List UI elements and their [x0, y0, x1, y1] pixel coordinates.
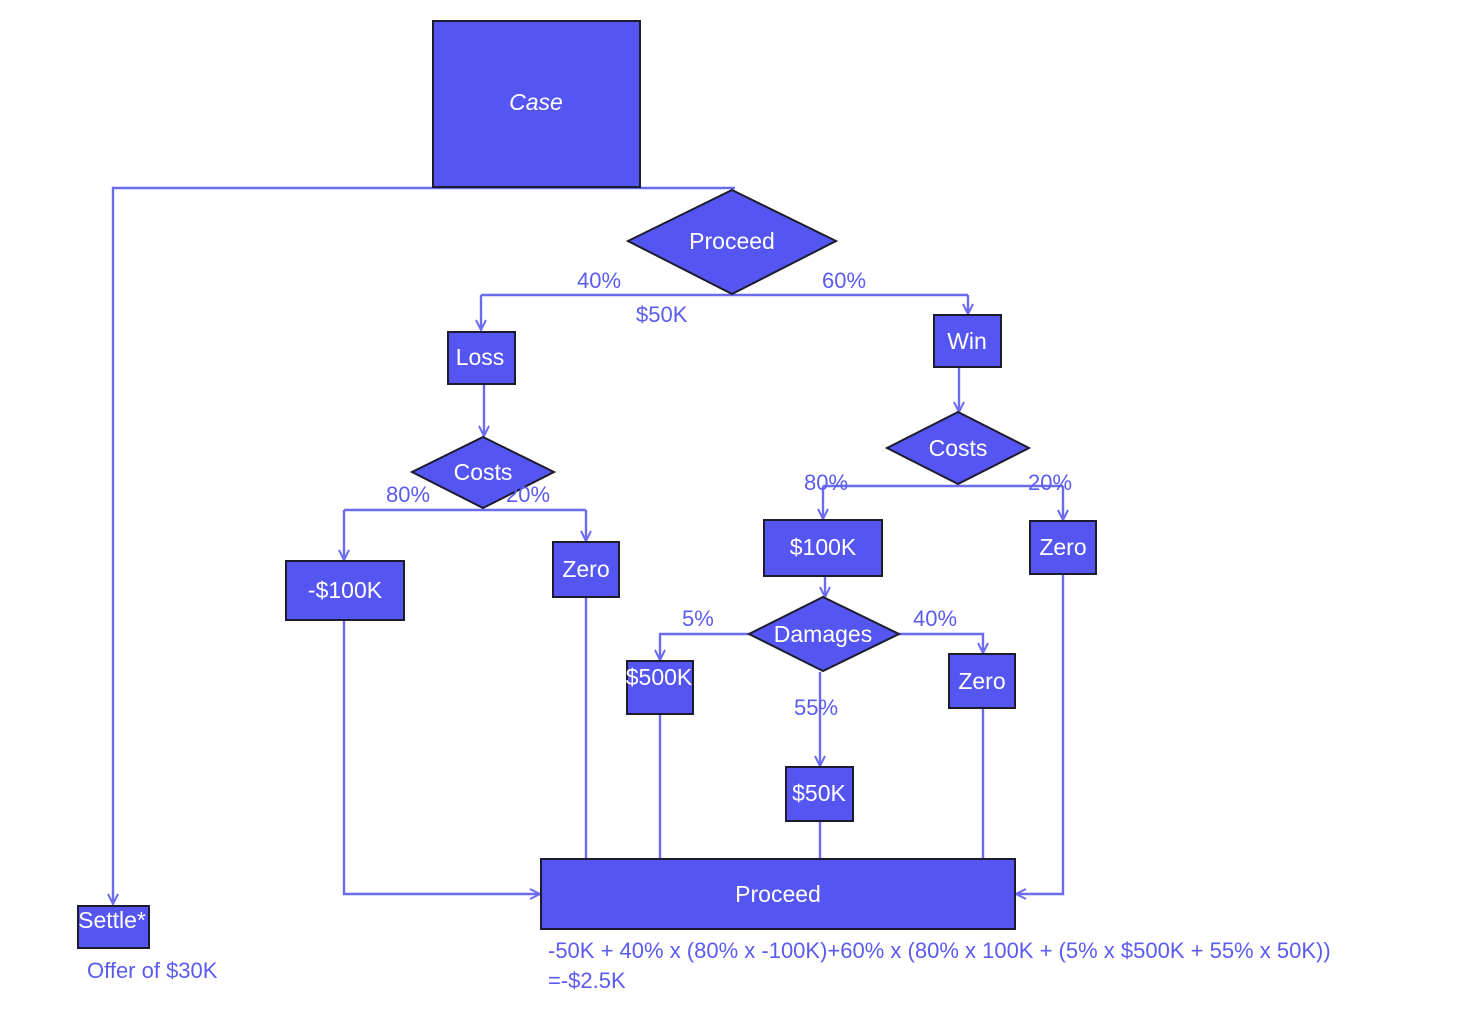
win-node[interactable]: Win — [933, 314, 1002, 368]
win-label: Win — [947, 328, 987, 354]
damages-500k-node[interactable]: $500K — [626, 660, 694, 715]
proceed-result-label: Proceed — [735, 881, 821, 907]
case-label: Case — [509, 89, 563, 115]
plus-100k-label: $100K — [790, 534, 857, 560]
edge-damages-to-zero — [899, 632, 983, 653]
plus-100k-node[interactable]: $100K — [763, 519, 883, 577]
minus-100k-node[interactable]: -$100K — [285, 560, 405, 621]
minus-100k-label: -$100K — [308, 577, 383, 603]
settle-node[interactable]: Settle* — [77, 905, 150, 949]
zero-win-node[interactable]: Zero — [1029, 520, 1097, 575]
costs-win-node[interactable]: Costs — [884, 410, 1032, 486]
proceed-decision-label: Proceed — [689, 228, 775, 254]
loss-label: Loss — [456, 344, 505, 370]
zero-loss-node[interactable]: Zero — [552, 541, 620, 598]
edge-label-proceed-cost: $50K — [636, 302, 688, 327]
costs-loss-label: Costs — [454, 459, 513, 485]
formula-line-2: =-$2.5K — [548, 968, 626, 993]
edge-label-costs-win-20: 20% — [1028, 470, 1072, 495]
nodes: Case Proceed Loss Win Costs Costs — [77, 20, 1097, 949]
edge-damages-to-500k — [660, 632, 751, 660]
edge-label-costs-loss-80: 80% — [386, 482, 430, 507]
captions: Offer of $30K -50K + 40% x (80% x -100K)… — [87, 938, 1331, 993]
edge-label-costs-loss-20: 20% — [506, 482, 550, 507]
edge-label-damages-5: 5% — [682, 606, 714, 631]
damages-node[interactable]: Damages — [746, 595, 902, 673]
damages-zero-label: Zero — [958, 668, 1005, 694]
edge-labels: 40% 60% $50K 80% 20% 80% 20% 5% 40% 55% — [386, 268, 1072, 720]
formula-line-1: -50K + 40% x (80% x -100K)+60% x (80% x … — [548, 938, 1331, 963]
edge-label-costs-win-80: 80% — [804, 470, 848, 495]
damages-zero-node[interactable]: Zero — [948, 653, 1016, 709]
case-node[interactable]: Case — [432, 20, 641, 188]
edge-label-damages-55: 55% — [794, 695, 838, 720]
damages-50k-label: $50K — [792, 780, 846, 806]
damages-label: Damages — [774, 621, 872, 647]
damages-50k-node[interactable]: $50K — [785, 766, 854, 822]
proceed-result-node[interactable]: Proceed — [540, 858, 1016, 930]
zero-win-label: Zero — [1039, 534, 1086, 560]
loss-node[interactable]: Loss — [447, 331, 516, 385]
damages-500k-label: $500K — [626, 664, 693, 690]
edge-label-damages-40: 40% — [913, 606, 957, 631]
zero-loss-label: Zero — [562, 556, 609, 582]
settle-offer-caption: Offer of $30K — [87, 958, 218, 983]
settle-label: Settle* — [78, 907, 146, 933]
edges — [113, 186, 1065, 904]
edge-label-loss-prob: 40% — [577, 268, 621, 293]
costs-loss-node[interactable]: Costs — [409, 435, 557, 510]
edge-zero-win-to-result — [1016, 575, 1065, 894]
edge-minus100k-to-result — [342, 621, 540, 894]
edge-label-win-prob: 60% — [822, 268, 866, 293]
proceed-decision-node[interactable]: Proceed — [625, 188, 839, 296]
costs-win-label: Costs — [929, 435, 988, 461]
